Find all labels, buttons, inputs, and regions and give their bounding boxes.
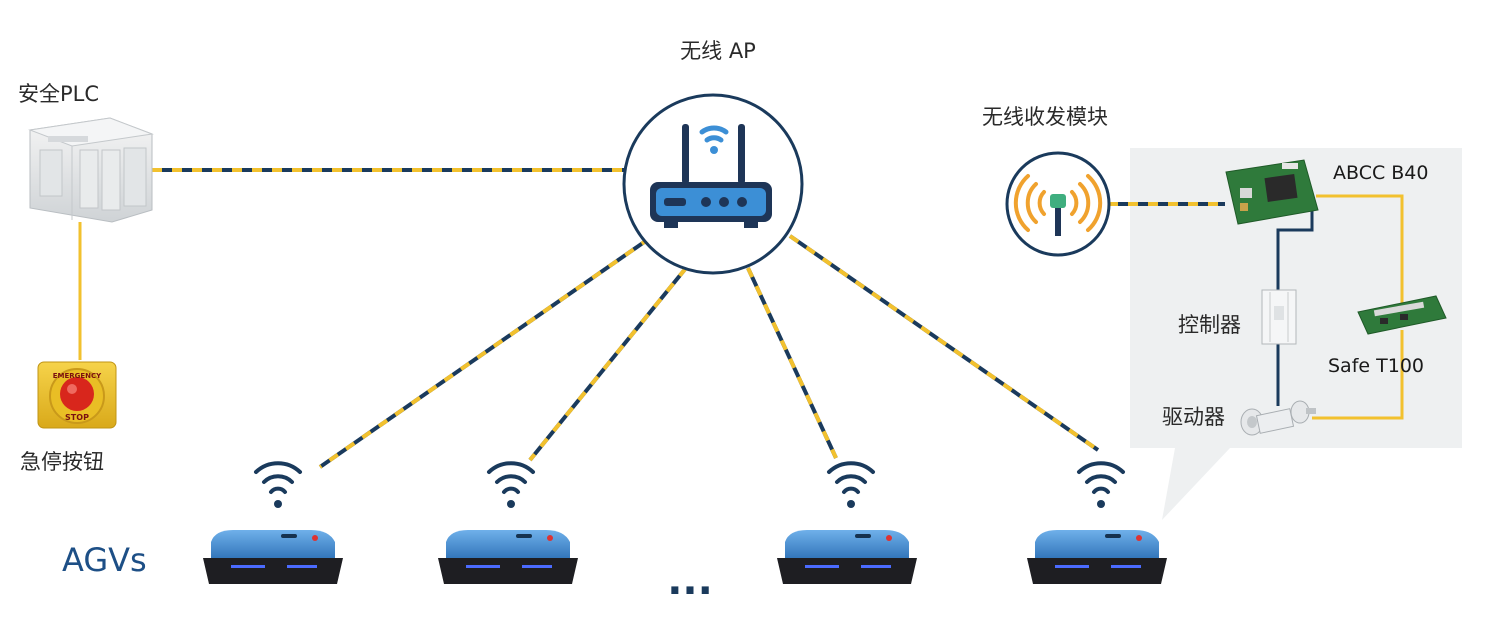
agv-robot-icon [777, 530, 917, 584]
wire-safet100-driver [1312, 330, 1404, 420]
wifi-router-icon [650, 124, 772, 228]
controller-icon [1261, 289, 1297, 345]
wireless-module-node [1005, 151, 1111, 257]
abcc-label: ABCC B40 [1333, 162, 1428, 184]
abcc-board-icon [1225, 159, 1319, 225]
wifi-icon [827, 461, 875, 508]
link-ap-agv-3 [746, 267, 838, 459]
link-ap-agv-2 [528, 266, 688, 462]
plc-device-icon [28, 117, 154, 223]
safety-plc-label: 安全PLC [18, 82, 99, 106]
wired-links [78, 194, 1404, 420]
wire-abcc-controller [1276, 196, 1314, 290]
driver-label: 驱动器 [1162, 405, 1225, 429]
wireless-ap-node [622, 93, 804, 275]
link-ap-agv-4 [788, 234, 1100, 452]
wire-abcc-safet100 [1316, 194, 1404, 304]
estop-label: 急停按钮 [20, 450, 104, 474]
wireless-module-label: 无线收发模块 [982, 105, 1108, 129]
wifi-icon [254, 461, 302, 508]
agvs-label: AGVs [62, 541, 147, 579]
wifi-icon [487, 461, 535, 508]
antenna-icon [1013, 174, 1103, 232]
controller-label: 控制器 [1178, 313, 1241, 337]
safe-t100-label: Safe T100 [1328, 355, 1424, 377]
wireless-ap-label: 无线 AP [680, 39, 756, 63]
wifi-icon [1077, 461, 1125, 508]
safe-t100-board-icon [1357, 295, 1447, 335]
agv-robot-icon [438, 530, 578, 584]
more-agvs-ellipsis: ... [667, 558, 713, 604]
agv-robot-icon [1027, 530, 1167, 584]
agv-robot-icon [203, 530, 343, 584]
servo-motor-icon [1240, 400, 1316, 436]
wireless-links [152, 168, 1225, 469]
estop-top-text: EMERGENCY [53, 372, 102, 380]
estop-bottom-text: STOP [65, 413, 89, 422]
emergency-stop-icon: EMERGENCY STOP [37, 361, 117, 429]
link-ap-agv-1 [318, 236, 652, 469]
